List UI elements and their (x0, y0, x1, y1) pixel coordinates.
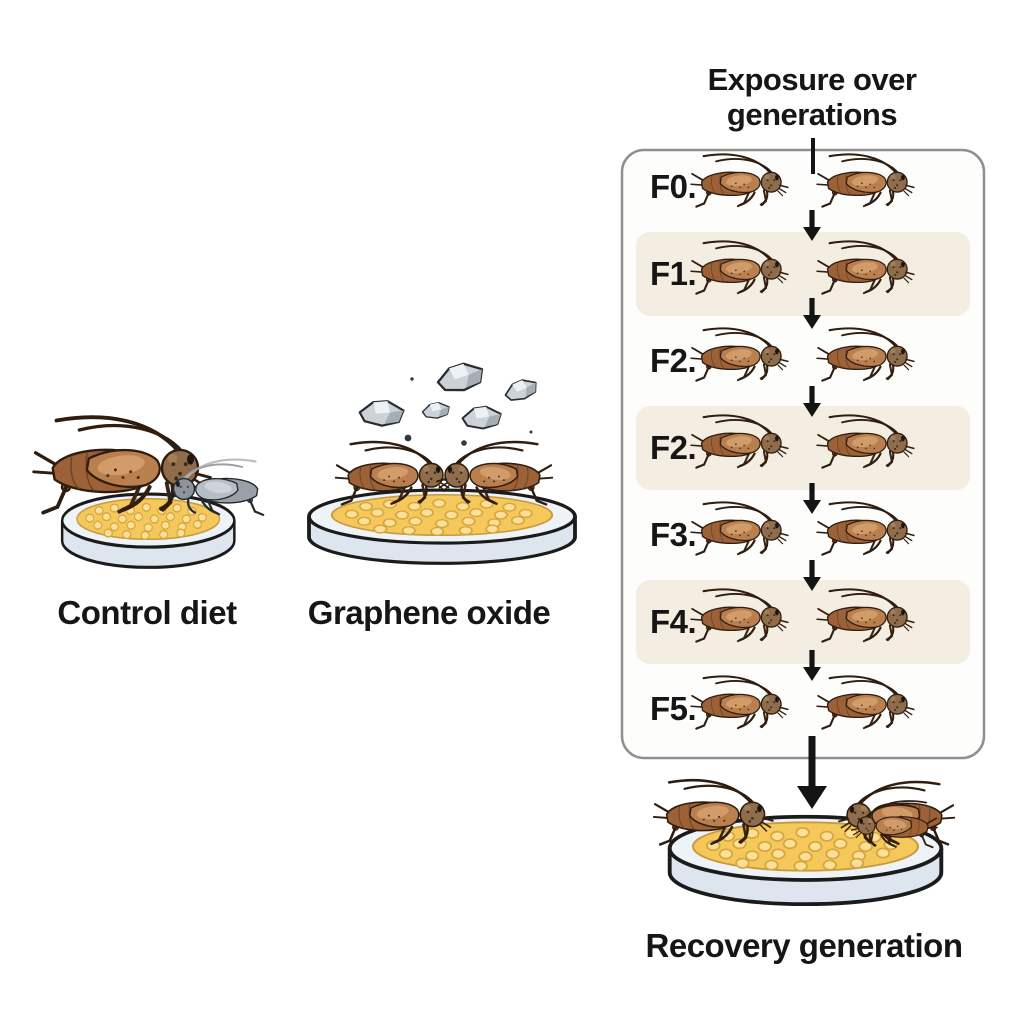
generation-label-f4: F4. (650, 603, 697, 640)
generation-label-f2: F2. (650, 342, 697, 379)
graphene-flake-icon (421, 401, 450, 419)
panel-title-line2: generations (726, 97, 898, 132)
panel-title-line1: Exposure over (707, 62, 917, 97)
graphene-oxide-label: Graphene oxide (307, 594, 551, 631)
petri-dish-icon (60, 492, 236, 569)
graphene-flake-icon (357, 396, 406, 430)
generation-label-f2b: F2. (650, 429, 697, 466)
generations-panel (620, 138, 986, 760)
graphene-flake-icon (502, 376, 540, 404)
recovery-generation-label: Recovery generation (645, 927, 963, 964)
generation-label-f3: F3. (650, 516, 697, 553)
generation-label-f1: F1. (650, 255, 697, 292)
row-highlight (636, 232, 970, 316)
title-connector-line (811, 138, 815, 174)
graphene-flake-icon (460, 404, 503, 431)
row-highlight (636, 406, 970, 490)
graphene-scene-art (307, 360, 577, 566)
control-scene-art (34, 417, 264, 569)
graphene-flake-icon (435, 360, 486, 394)
generation-label-f0: F0. (650, 168, 697, 205)
recovery-scene-art (654, 780, 954, 907)
control-diet-label: Control diet (57, 594, 237, 631)
row-highlight (636, 580, 970, 664)
generation-label-f5: F5. (650, 690, 697, 727)
panel-title: Exposure over generations (632, 62, 992, 132)
arrow-down-icon (797, 736, 827, 809)
